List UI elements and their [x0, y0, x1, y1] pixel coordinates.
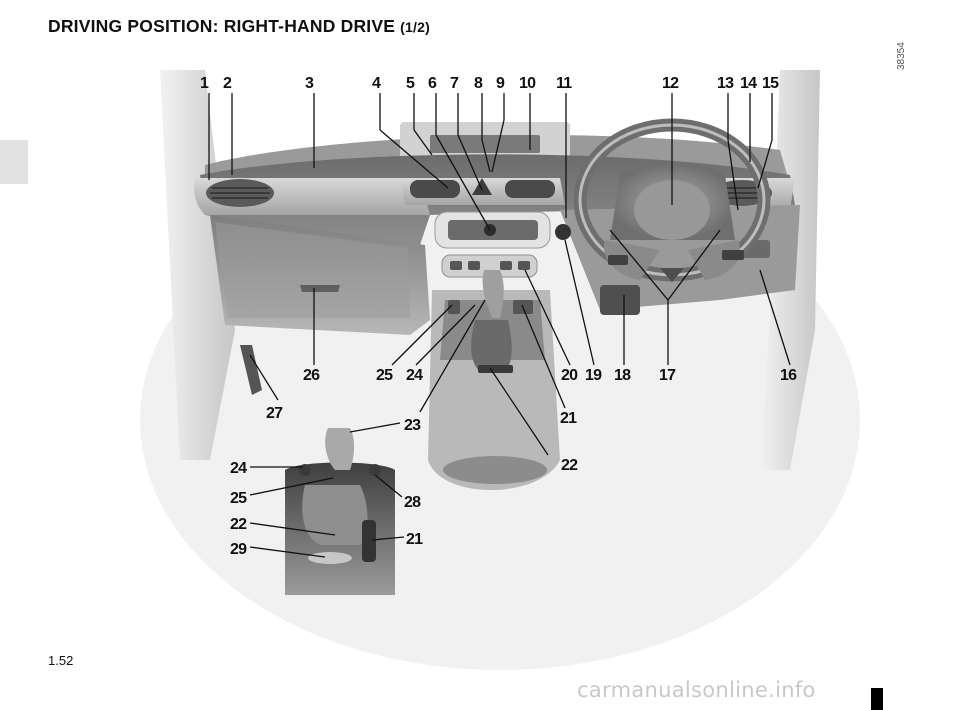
corner-mark	[871, 688, 883, 710]
callout-9: 9	[496, 75, 505, 92]
callout-23: 23	[404, 417, 421, 434]
callout-inset-25: 25	[230, 490, 247, 507]
callout-20: 20	[561, 367, 578, 384]
callout-17: 17	[659, 367, 676, 384]
callout-6: 6	[428, 75, 437, 92]
right-stalk	[722, 250, 744, 260]
center-right-vent	[505, 180, 555, 198]
section-tab	[0, 140, 28, 184]
page-number: 1.52	[48, 653, 74, 668]
callout-1: 1	[200, 75, 209, 92]
console-switch-left	[448, 300, 460, 314]
callout-11: 11	[556, 75, 572, 92]
center-left-vent	[410, 180, 460, 198]
gear-lever-boot	[471, 320, 512, 372]
callout-2: 2	[223, 75, 232, 92]
page-title: DRIVING POSITION: RIGHT-HAND DRIVE (1/2)	[48, 16, 430, 37]
left-vent-slats	[210, 187, 270, 199]
glovebox-panel	[215, 222, 410, 318]
glovebox-handle	[300, 285, 340, 292]
callout-21: 21	[560, 410, 577, 427]
leader-lines	[208, 93, 791, 558]
callout-28: 28	[404, 494, 421, 511]
left-stalk	[608, 255, 628, 265]
callout-7: 7	[450, 75, 459, 92]
bonnet-release-area	[600, 285, 640, 315]
callout-13: 13	[717, 75, 734, 92]
climate-buttons	[450, 261, 530, 270]
callout-4: 4	[372, 75, 381, 92]
callout-inset-24: 24	[230, 460, 247, 477]
callout-22: 22	[561, 457, 578, 474]
callout-29: 29	[230, 541, 247, 558]
callout-16: 16	[780, 367, 797, 384]
parking-brake-lever	[478, 365, 513, 373]
callout-15: 15	[762, 75, 779, 92]
cup-holders	[443, 456, 547, 484]
central-display-screen	[430, 135, 540, 153]
hazard-warning-switch	[472, 178, 492, 195]
start-button	[555, 224, 571, 240]
callout-12: 12	[662, 75, 679, 92]
callout-3: 3	[305, 75, 314, 92]
watermark-text: carmanualsonline.info	[577, 678, 816, 702]
callout-19: 19	[585, 367, 602, 384]
callout-inset-22: 22	[230, 516, 247, 533]
callout-8: 8	[474, 75, 483, 92]
inset-gear-console	[285, 428, 395, 595]
bonnet-release-lever	[240, 345, 262, 395]
callout-24: 24	[406, 367, 423, 384]
callout-10: 10	[519, 75, 536, 92]
callout-inset-21: 21	[406, 531, 423, 548]
callout-26: 26	[303, 367, 320, 384]
callout-27: 27	[266, 405, 283, 422]
title-part: (1/2)	[400, 19, 430, 35]
callout-25: 25	[376, 367, 393, 384]
callout-5: 5	[406, 75, 415, 92]
callout-18: 18	[614, 367, 631, 384]
title-text: DRIVING POSITION: RIGHT-HAND DRIVE	[48, 16, 396, 36]
gear-lever-knob	[482, 270, 504, 318]
callout-14: 14	[740, 75, 757, 92]
